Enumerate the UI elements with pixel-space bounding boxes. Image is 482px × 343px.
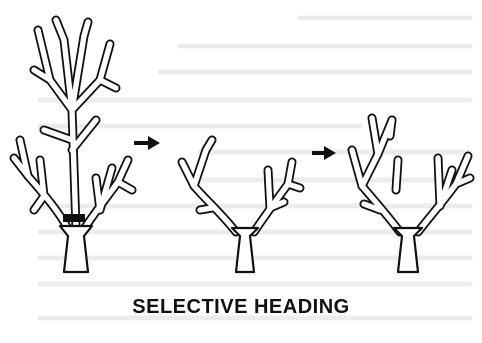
cut-marker bbox=[63, 214, 85, 222]
tree1-branches bbox=[14, 20, 132, 232]
tree3-branches bbox=[352, 118, 470, 232]
tree-before-pruning bbox=[14, 20, 132, 272]
tree1-trunk bbox=[60, 226, 92, 272]
tree2-branches bbox=[182, 140, 300, 232]
right-arrow-icon bbox=[134, 136, 160, 150]
tree-regrowth bbox=[352, 118, 470, 272]
diagram-caption: SELECTIVE HEADING bbox=[0, 296, 482, 319]
right-arrow-icon bbox=[312, 146, 336, 160]
tree-after-heading-cut bbox=[182, 140, 300, 272]
